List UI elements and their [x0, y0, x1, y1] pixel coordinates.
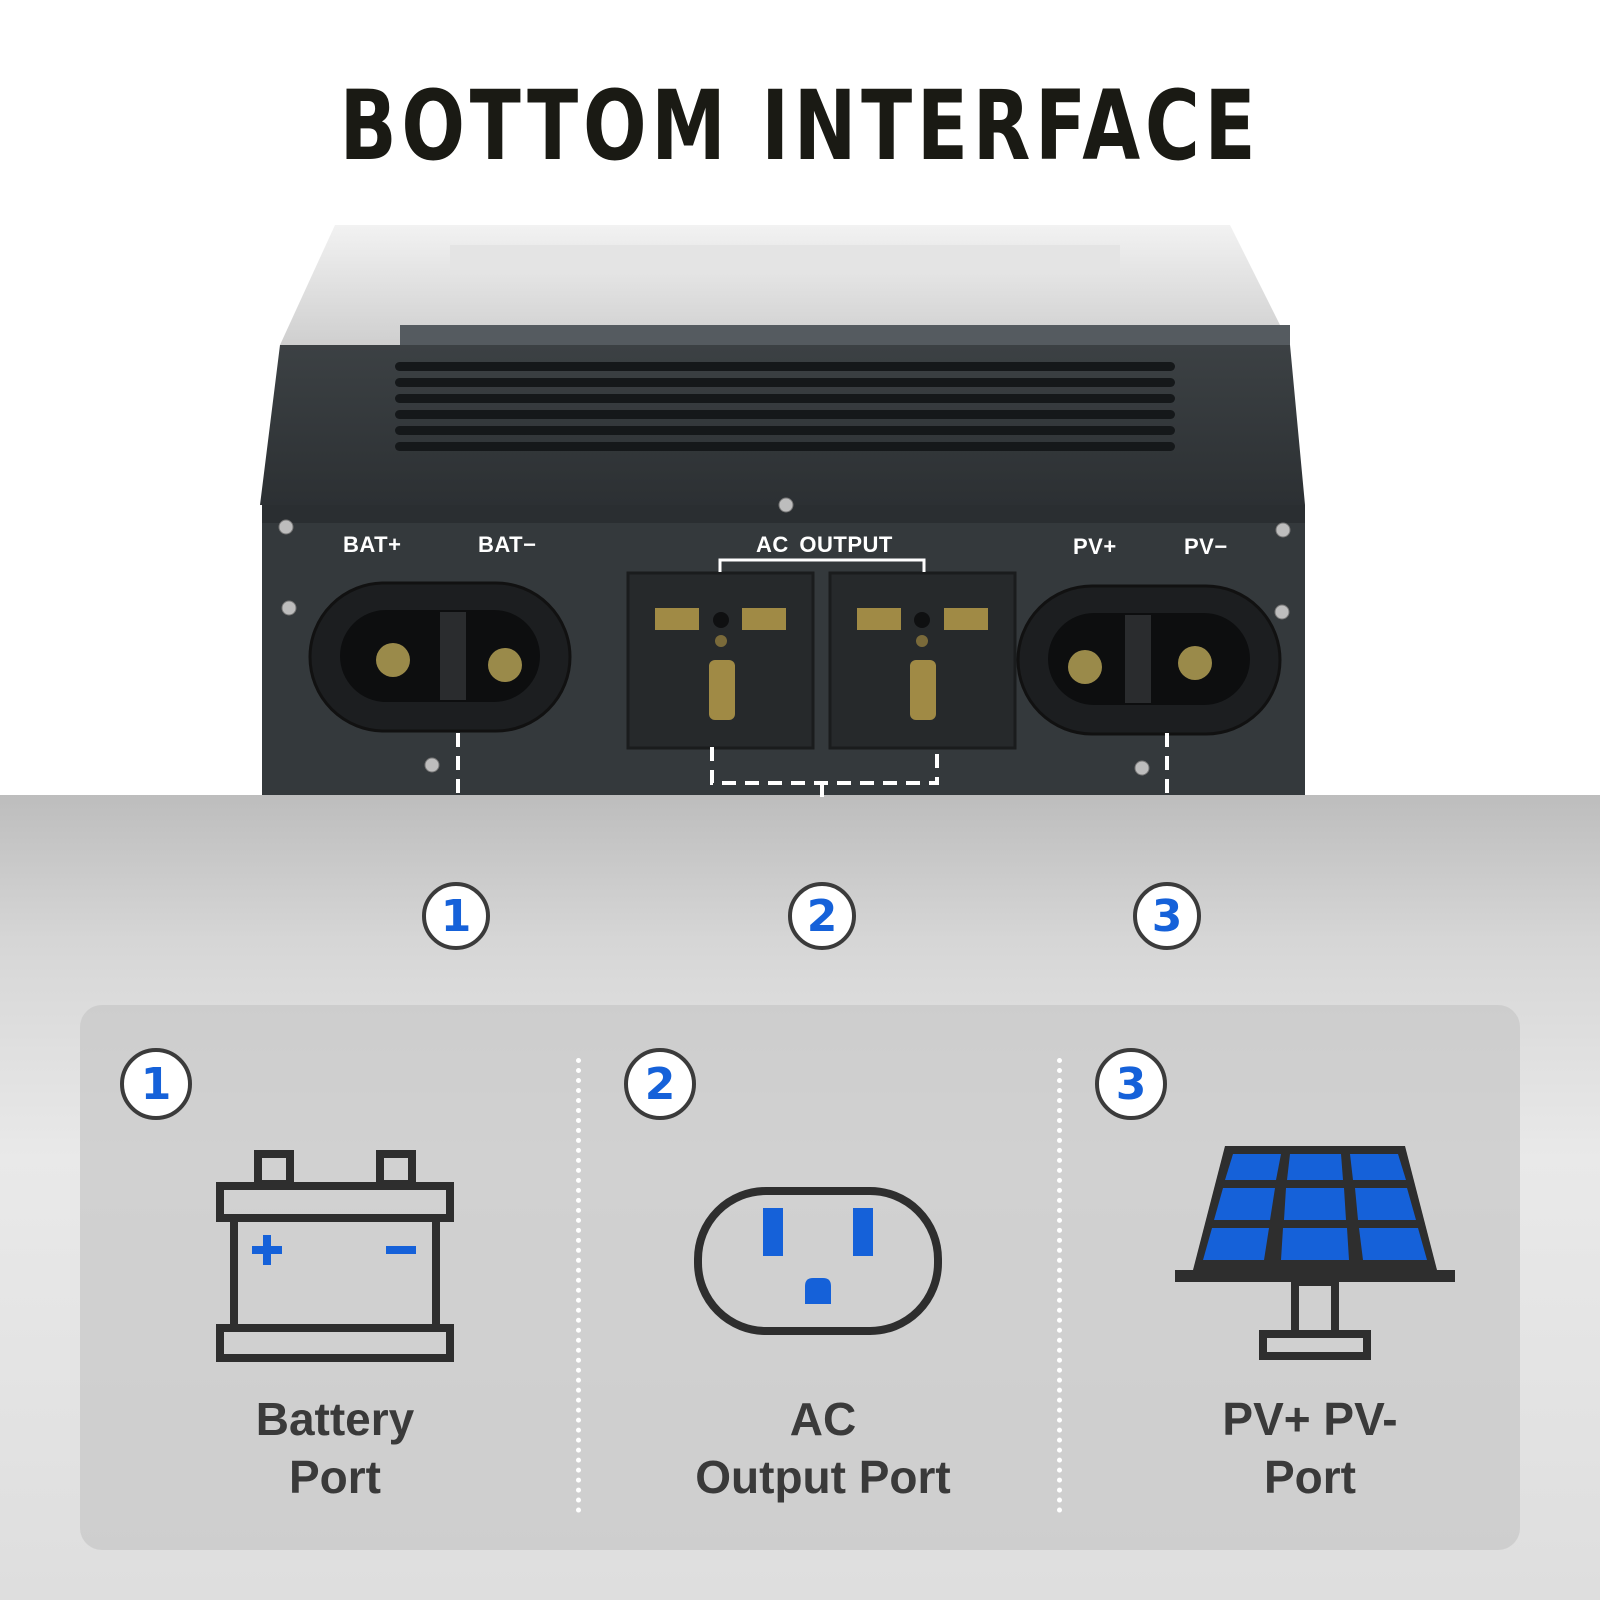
feature-2-line1: AC — [789, 1393, 857, 1445]
feature-3-label: PV+ PV- Port — [1130, 1390, 1490, 1506]
ac-output-label: AC OUTPUT — [756, 532, 893, 557]
divider-1 — [576, 1058, 581, 1513]
feature-1-line1: Battery — [255, 1393, 415, 1445]
vent-grille — [395, 362, 1175, 451]
ac-outlet-icon — [694, 1187, 942, 1335]
feature-2-label: AC Output Port — [643, 1390, 1003, 1506]
feature-2-number: 2 — [624, 1048, 696, 1120]
feature-2-line2: Output Port — [695, 1451, 951, 1503]
divider-2 — [1057, 1058, 1062, 1513]
battery-icon — [216, 1150, 454, 1362]
callout-3: 3 — [1133, 882, 1201, 950]
feature-3-line1: PV+ PV- — [1222, 1393, 1398, 1445]
feature-3-number: 3 — [1095, 1048, 1167, 1120]
battery-terminal — [308, 581, 572, 733]
inverter-device — [260, 225, 1305, 800]
feature-3-line2: Port — [1264, 1451, 1356, 1503]
callout-1: 1 — [422, 882, 490, 950]
pv-plus-label: PV+ — [1073, 534, 1117, 559]
ac-socket-right — [828, 571, 1017, 750]
ac-socket-left — [626, 571, 815, 750]
solar-panel-icon — [1175, 1146, 1455, 1360]
bat-plus-label: BAT+ — [343, 532, 402, 557]
feature-1-number: 1 — [120, 1048, 192, 1120]
callout-lines — [456, 733, 1169, 800]
callout-2: 2 — [788, 882, 856, 950]
page-title: BOTTOM INTERFACE — [339, 70, 1261, 182]
pv-terminal — [1016, 584, 1282, 736]
pv-minus-label: PV− — [1184, 534, 1228, 559]
bat-minus-label: BAT− — [478, 532, 537, 557]
feature-1-line2: Port — [289, 1451, 381, 1503]
feature-1-label: Battery Port — [155, 1390, 515, 1506]
